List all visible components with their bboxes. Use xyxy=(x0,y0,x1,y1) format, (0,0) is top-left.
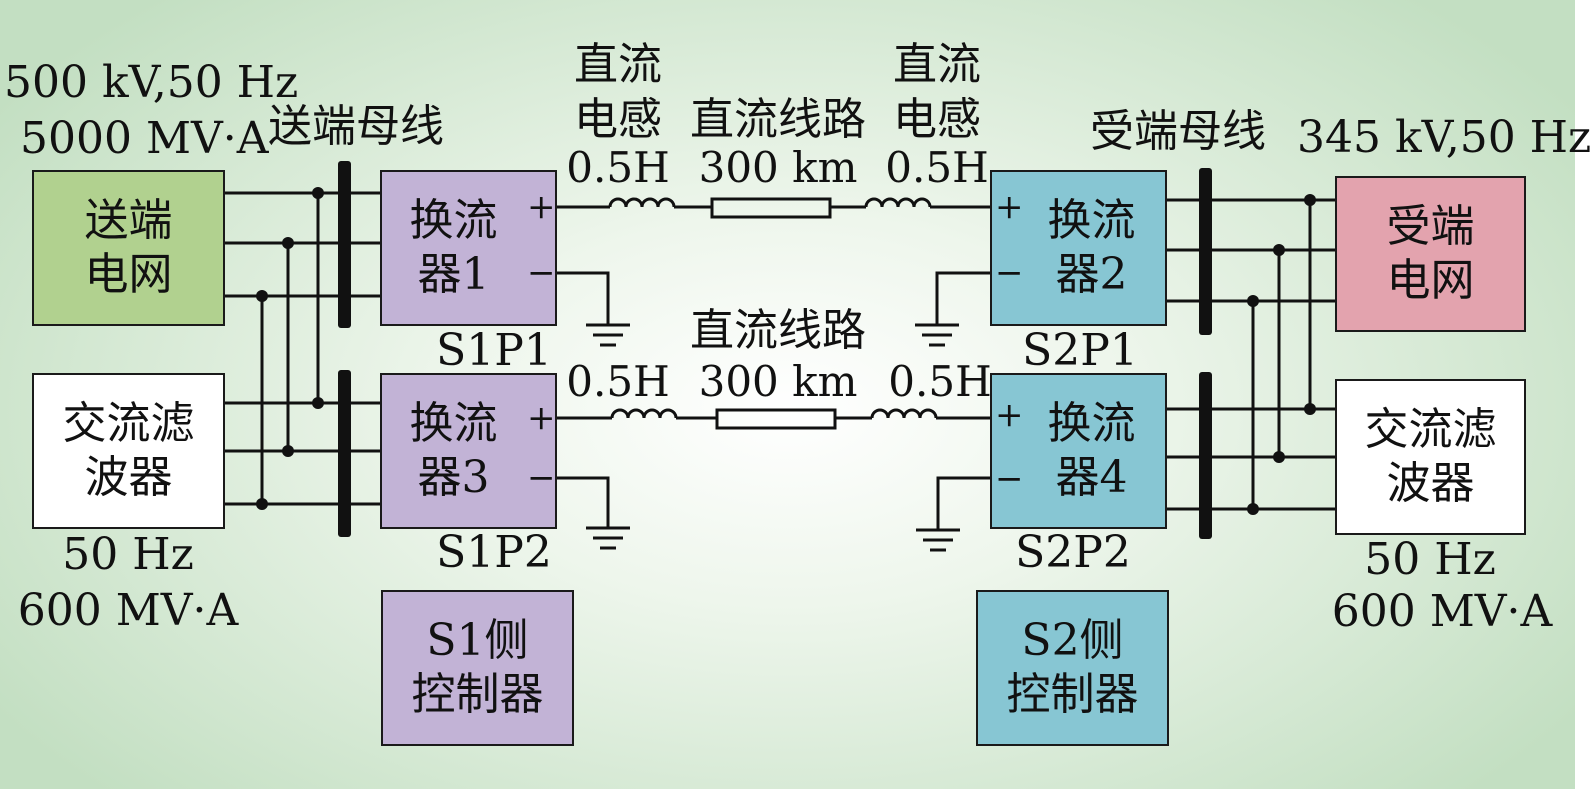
converter-4-pole: S2P2 xyxy=(1015,527,1131,578)
converter-2-pole: S2P1 xyxy=(1022,325,1138,376)
converter-2: 换流 器2 xyxy=(990,170,1167,326)
junction-dot xyxy=(256,290,268,302)
junction-dot xyxy=(256,498,268,510)
ground-icon xyxy=(915,323,959,347)
receiving-filter-capacity: 600 MV·A xyxy=(1331,586,1553,637)
converter-1-pole: S1P1 xyxy=(436,325,552,376)
sending-grid-name-2: 电网 xyxy=(84,249,173,300)
minus-sign: − xyxy=(527,458,556,498)
plus-sign: + xyxy=(995,187,1024,227)
converter-1-name-1: 换流 xyxy=(409,195,498,246)
junction-dot xyxy=(1247,503,1259,515)
receiving-filter-name-1: 交流滤 xyxy=(1364,404,1497,455)
dc-inductor-label-left-2: 电感 xyxy=(574,94,662,145)
sending-filter-capacity: 600 MV·A xyxy=(17,585,239,636)
sending-filter-block: 交流滤 波器 xyxy=(32,373,225,529)
junction-dot xyxy=(312,397,324,409)
ground-wire xyxy=(557,476,610,528)
s1-controller-name-1: S1侧 xyxy=(426,615,529,666)
receiving-filter-freq: 50 Hz xyxy=(1364,534,1496,585)
sending-grid-rating: 500 kV,50 Hz xyxy=(4,57,299,108)
ground-icon xyxy=(586,526,630,550)
ground-icon xyxy=(916,528,960,552)
converter-1-name-2: 器1 xyxy=(417,249,490,300)
line-2-inductance-right: 0.5H xyxy=(888,357,992,406)
sending-grid-capacity: 5000 MV·A xyxy=(20,113,269,164)
sending-bus-label: 送端母线 xyxy=(268,101,444,152)
receiving-grid-rating: 345 kV,50 Hz xyxy=(1297,112,1591,163)
s2-controller-name-1: S2侧 xyxy=(1021,615,1124,666)
inductor-left-1 xyxy=(608,197,676,208)
converter-4: 换流 器4 xyxy=(990,373,1167,529)
dc-inductor-label-left-1: 直流 xyxy=(574,39,662,90)
junction-dot xyxy=(282,445,294,457)
receiving-grid-name-1: 受端 xyxy=(1386,201,1475,252)
converter-2-name-2: 器2 xyxy=(1055,249,1128,300)
s1-controller-name-2: 控制器 xyxy=(411,669,544,720)
converter-3-name-1: 换流 xyxy=(409,398,498,449)
inductor-left-2 xyxy=(610,408,678,419)
converter-1: 换流 器1 xyxy=(380,170,557,326)
line-1-label: 直流线路 xyxy=(690,94,866,145)
junction-dot xyxy=(282,237,294,249)
ground-wire xyxy=(557,271,610,325)
junction-dot xyxy=(1304,403,1316,415)
s2-controller-name-2: 控制器 xyxy=(1006,669,1139,720)
receiving-grid-block: 受端 电网 xyxy=(1335,176,1526,332)
s2-controller: S2侧 控制器 xyxy=(976,590,1169,746)
sending-filter-name-2: 波器 xyxy=(84,452,173,503)
minus-sign: − xyxy=(995,459,1024,499)
line-resistor-2 xyxy=(715,408,837,430)
junction-dot xyxy=(1273,244,1285,256)
converter-3: 换流 器3 xyxy=(380,373,557,529)
minus-sign: − xyxy=(527,253,556,293)
sending-filter-freq: 50 Hz xyxy=(62,529,194,580)
junction-dot xyxy=(1273,451,1285,463)
line-1-inductance-right: 0.5H xyxy=(885,143,989,192)
inductor-right-1 xyxy=(864,197,932,208)
line-2-length: 300 km xyxy=(698,357,858,406)
dc-inductor-label-right-1: 直流 xyxy=(893,39,981,90)
sending-busbar-bottom xyxy=(338,370,351,537)
converter-4-name-1: 换流 xyxy=(1047,398,1136,449)
inductor-right-2 xyxy=(870,408,938,419)
receiving-filter-block: 交流滤 波器 xyxy=(1335,379,1526,535)
ground-wire xyxy=(936,476,990,530)
sending-grid-block: 送端 电网 xyxy=(32,170,225,326)
dc-inductor-label-right-2: 电感 xyxy=(893,94,981,145)
plus-sign: + xyxy=(527,398,556,438)
receiving-busbar-top xyxy=(1199,168,1212,335)
junction-dot xyxy=(312,187,324,199)
receiving-bus-label: 受端母线 xyxy=(1090,106,1266,157)
s1-controller: S1侧 控制器 xyxy=(381,590,574,746)
sending-busbar-top xyxy=(338,161,351,328)
converter-3-pole: S1P2 xyxy=(436,527,552,578)
sending-grid-name-1: 送端 xyxy=(84,195,173,246)
converter-4-name-2: 器4 xyxy=(1055,452,1128,503)
junction-dot xyxy=(1247,295,1259,307)
sending-filter-name-1: 交流滤 xyxy=(62,398,195,449)
converter-2-name-1: 换流 xyxy=(1047,195,1136,246)
receiving-grid-name-2: 电网 xyxy=(1386,255,1475,306)
ground-icon xyxy=(586,323,630,347)
line-1-inductance-left: 0.5H xyxy=(566,143,670,192)
plus-sign: + xyxy=(995,395,1024,435)
line-resistor-1 xyxy=(710,197,832,219)
line-1-length: 300 km xyxy=(698,143,858,192)
line-2-inductance-left: 0.5H xyxy=(566,357,670,406)
junction-dot xyxy=(1304,194,1316,206)
plus-sign: + xyxy=(527,187,556,227)
converter-3-name-2: 器3 xyxy=(417,452,490,503)
ground-wire xyxy=(935,271,990,325)
minus-sign: − xyxy=(995,253,1024,293)
receiving-busbar-bottom xyxy=(1199,372,1212,539)
receiving-filter-name-2: 波器 xyxy=(1386,458,1475,509)
line-2-label: 直流线路 xyxy=(690,305,866,356)
